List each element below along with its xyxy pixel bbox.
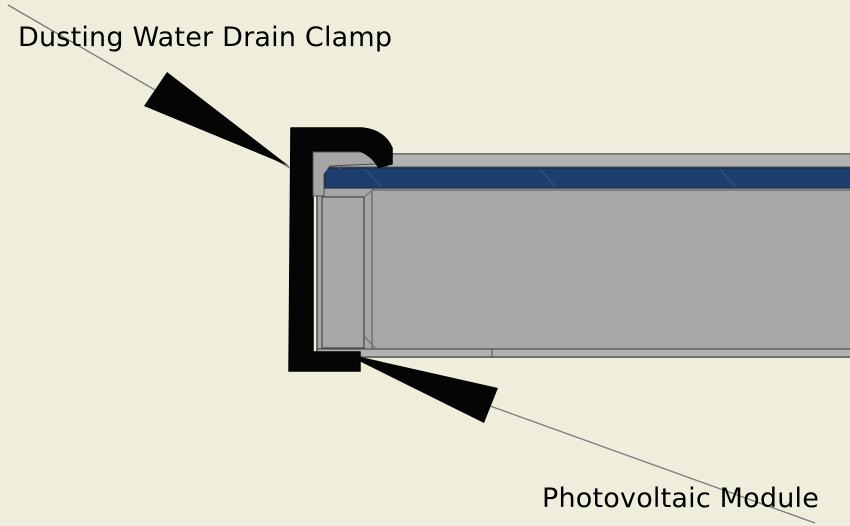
glass-edge-line: [539, 168, 557, 188]
glass-edge-line: [364, 168, 383, 188]
clamp-label: Dusting Water Drain Clamp: [18, 22, 393, 53]
frame-hollow: [321, 196, 365, 349]
glass-edge-line: [719, 168, 737, 188]
module-top-lip: [316, 153, 850, 168]
module-bottom-flange: [316, 348, 850, 358]
clamp-pointer-arrow: [144, 72, 289, 166]
dusting-water-drain-clamp: [288, 127, 393, 372]
clamp-hook-tip: [356, 142, 388, 168]
frame-corner-line: [363, 335, 377, 350]
module-glass: [324, 167, 850, 189]
photovoltaic-module: [316, 153, 850, 358]
module-pointer-arrow: [343, 353, 498, 423]
module-laminate: [371, 189, 850, 350]
module-label: Photovoltaic Module: [542, 483, 820, 514]
frame-corner-line: [363, 188, 375, 198]
